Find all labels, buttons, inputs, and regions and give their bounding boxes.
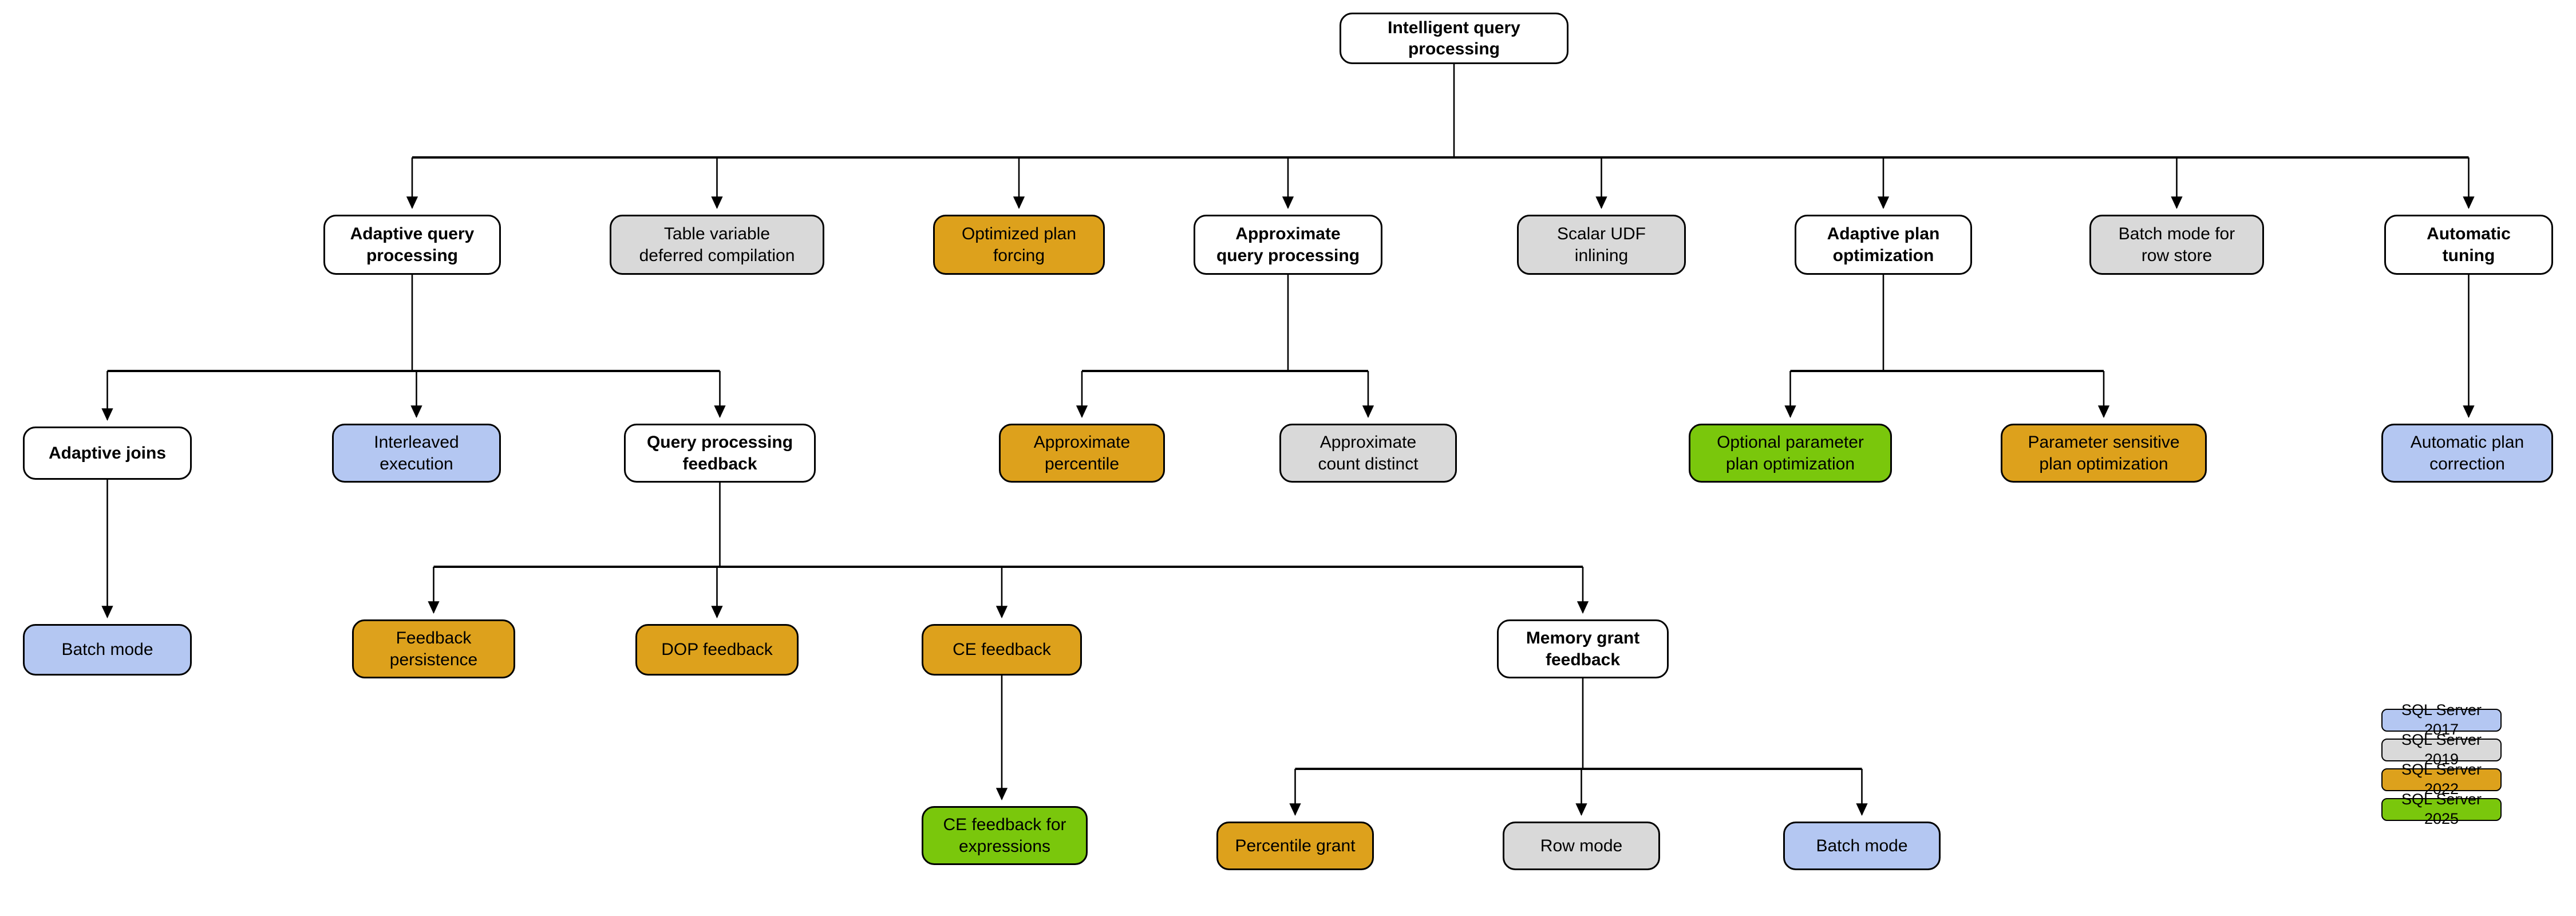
legend-item-label: SQL Server 2019 [2401,731,2482,768]
node-label: Intelligent query processing [1388,18,1520,59]
node-label: DOP feedback [661,640,773,660]
node-label: Approximate query processing [1216,224,1360,265]
node-root[interactable]: Intelligent query processing [1340,13,1568,64]
node-label: Batch mode [61,640,153,660]
legend-item-sql-server-2022[interactable]: SQL Server 2022 [2381,761,2502,797]
node-bm1[interactable]: Batch mode [23,624,192,676]
node-label: Approximate percentile [1033,433,1131,473]
legend-item-label: SQL Server 2017 [2401,701,2482,738]
node-label: Adaptive query processing [350,224,475,265]
node-ap[interactable]: Approximate percentile [999,424,1165,483]
node-label: Optional parameter plan optimization [1717,433,1864,473]
node-dop[interactable]: DOP feedback [635,624,799,676]
node-label: Row mode [1540,836,1623,855]
node-mgf[interactable]: Memory grant feedback [1497,619,1669,678]
node-opf[interactable]: Optimized plan forcing [933,215,1105,275]
node-pg[interactable]: Percentile grant [1216,822,1374,870]
node-cefe[interactable]: CE feedback for expressions [922,806,1088,865]
node-bmrs[interactable]: Batch mode for row store [2089,215,2264,275]
node-label: Query processing feedback [646,433,793,473]
node-oppo[interactable]: Optional parameter plan optimization [1689,424,1892,483]
node-label: Feedback persistence [389,629,478,669]
node-label: CE feedback [953,640,1051,660]
legend-item-sql-server-2017[interactable]: SQL Server 2017 [2381,701,2502,738]
node-ie[interactable]: Interleaved execution [332,424,501,483]
node-pspo[interactable]: Parameter sensitive plan optimization [2001,424,2207,483]
node-label: Memory grant feedback [1526,629,1640,669]
node-udf[interactable]: Scalar UDF inlining [1517,215,1686,275]
node-label: Scalar UDF inlining [1556,224,1646,265]
node-apq[interactable]: Approximate query processing [1194,215,1382,275]
node-label: Automatic tuning [2427,224,2511,265]
node-bm2[interactable]: Batch mode [1783,822,1941,870]
node-aj[interactable]: Adaptive joins [23,427,192,480]
node-label: Interleaved execution [374,433,459,473]
legend-item-sql-server-2025[interactable]: SQL Server 2025 [2381,791,2502,827]
node-label: Batch mode [1816,836,1908,855]
node-apo[interactable]: Adaptive plan optimization [1795,215,1972,275]
node-label: Optimized plan forcing [961,224,1077,265]
node-fp[interactable]: Feedback persistence [352,619,515,678]
node-qpf[interactable]: Query processing feedback [624,424,816,483]
node-tvdc[interactable]: Table variable deferred compilation [610,215,824,275]
node-label: Adaptive joins [48,443,167,463]
legend-item-sql-server-2019[interactable]: SQL Server 2019 [2381,731,2502,768]
node-label: Percentile grant [1235,836,1356,855]
node-label: CE feedback for expressions [943,815,1066,856]
node-label: Table variable deferred compilation [639,224,795,265]
node-label: Automatic plan correction [2410,433,2524,473]
node-rm[interactable]: Row mode [1503,822,1660,870]
node-aqp[interactable]: Adaptive query processing [323,215,501,275]
node-at[interactable]: Automatic tuning [2384,215,2553,275]
node-label: Adaptive plan optimization [1827,224,1940,265]
node-label: Batch mode for row store [2118,224,2235,265]
node-label: Parameter sensitive plan optimization [2028,433,2180,473]
node-acd[interactable]: Approximate count distinct [1279,424,1457,483]
node-ce[interactable]: CE feedback [922,624,1082,676]
legend-item-label: SQL Server 2025 [2401,791,2482,827]
node-label: Approximate count distinct [1318,433,1419,473]
node-apc[interactable]: Automatic plan correction [2381,424,2553,483]
legend-item-label: SQL Server 2022 [2401,761,2482,797]
